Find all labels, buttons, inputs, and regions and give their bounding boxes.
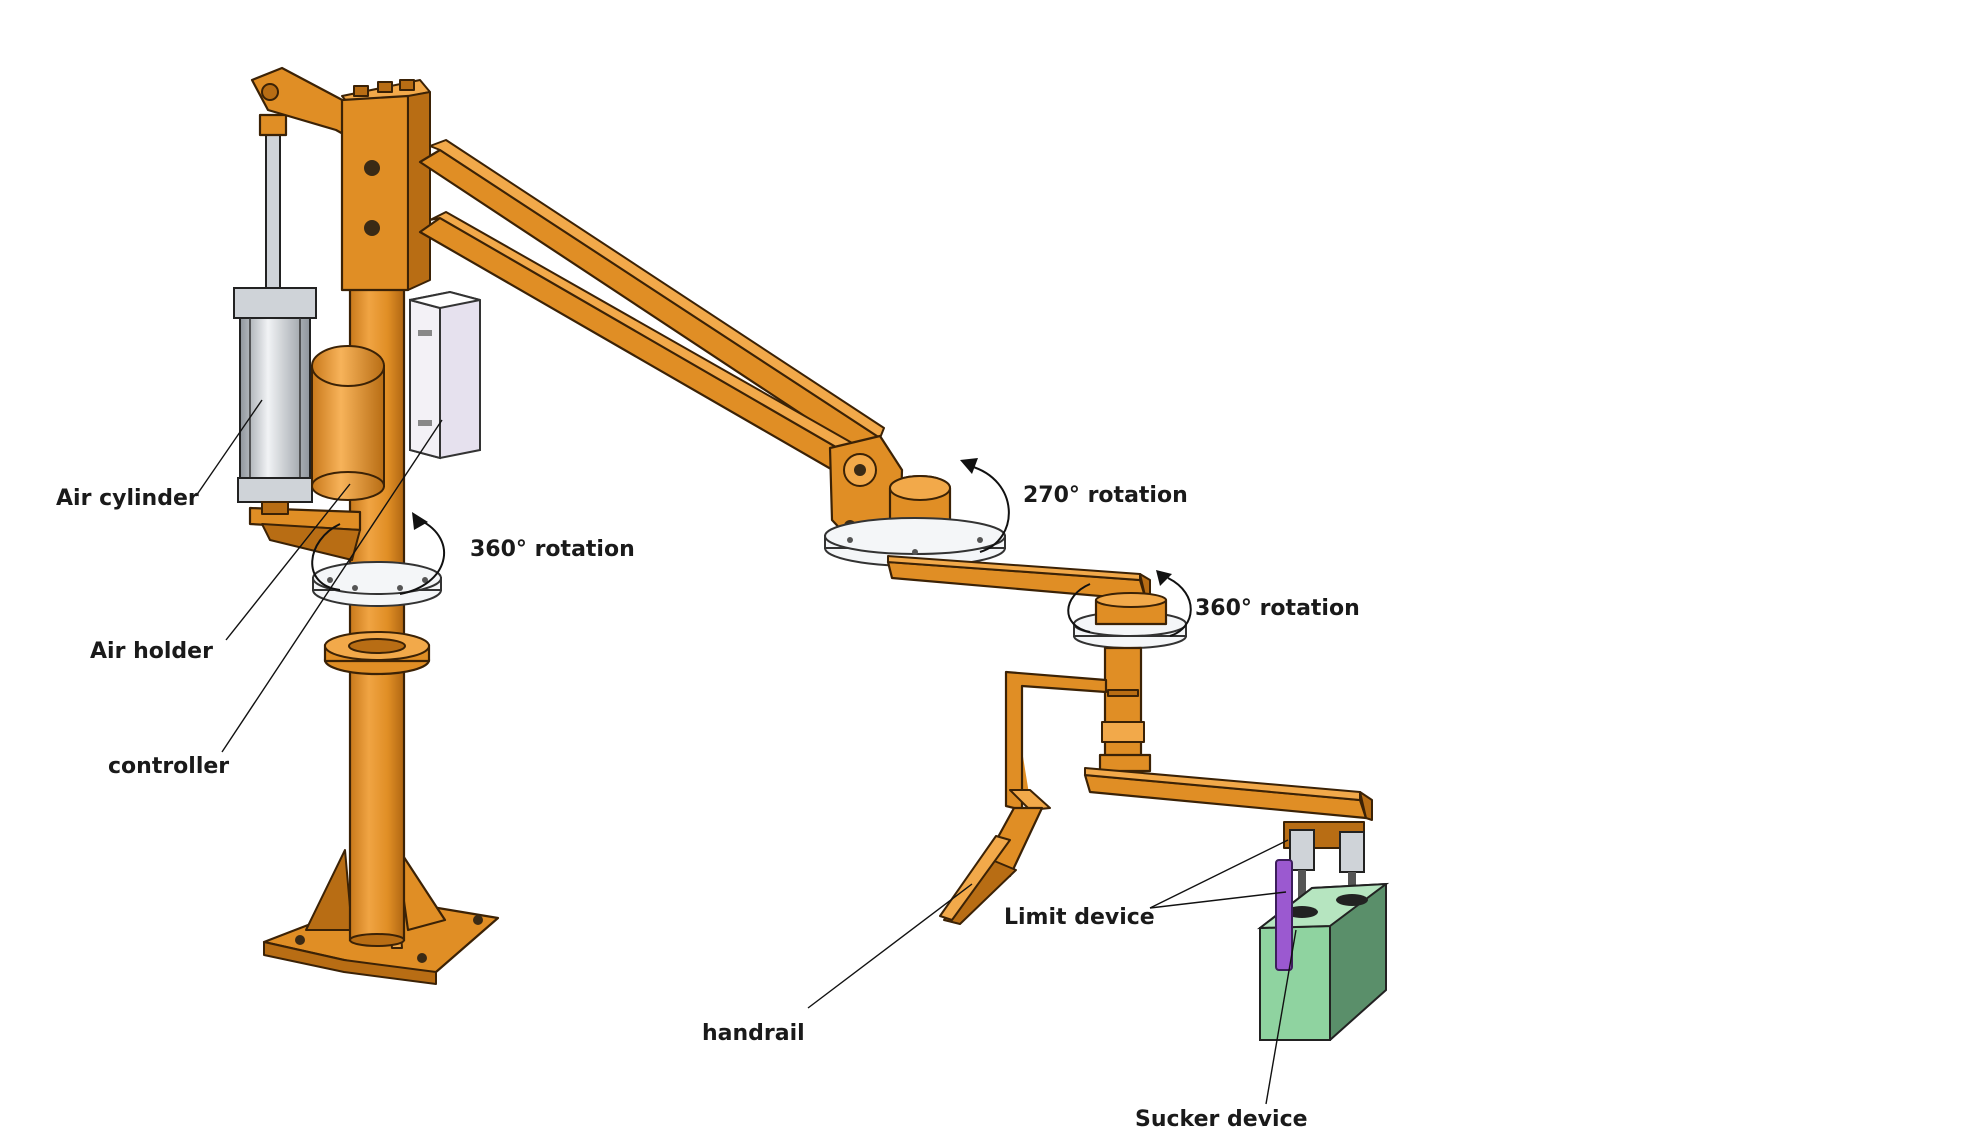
label-air-holder: Air holder: [90, 639, 213, 664]
lower-parallel-arm: [418, 211, 869, 482]
elbow-slewing-flange: [824, 517, 1006, 567]
label-rotation-wrist: 360° rotation: [1195, 596, 1360, 621]
rotation-wrist-arrow: [1067, 570, 1192, 637]
label-rotation-elbow: 270° rotation: [1023, 483, 1188, 508]
column-lower-flange: [323, 631, 431, 676]
forearm: [886, 555, 1151, 602]
limit-device: [1275, 859, 1293, 971]
end-effector: [1283, 821, 1365, 902]
curved-arrow-icon: [412, 512, 428, 530]
leader-lines: [195, 399, 1297, 1105]
rotation-elbow-arrow: [960, 458, 1010, 553]
curved-arrow-icon: [960, 458, 978, 474]
mast-head: [340, 79, 431, 292]
curved-arrow-icon: [1156, 570, 1172, 586]
air-holder-tank: [311, 345, 385, 501]
wrist-slewing-flange: [1073, 592, 1187, 649]
controller-box: [409, 290, 481, 460]
handrail: [939, 670, 1108, 925]
label-sucker-device: Sucker device: [1135, 1107, 1308, 1132]
sucker-pads: [1286, 894, 1368, 918]
column-slewing-flange: [312, 561, 442, 607]
vertical-drop-post: [1098, 646, 1152, 773]
label-limit-device: Limit device: [1004, 905, 1155, 930]
rotation-base-arrow: [311, 512, 446, 595]
cylinder-bracket: [248, 506, 362, 561]
upper-parallel-arm: [418, 139, 885, 460]
label-controller: controller: [108, 754, 229, 779]
label-handrail: handrail: [702, 1021, 805, 1046]
air-cylinder: [233, 113, 317, 515]
lower-horizontal-arm: [1083, 767, 1373, 821]
label-rotation-base: 360° rotation: [470, 537, 635, 562]
label-air-cylinder: Air cylinder: [56, 486, 199, 511]
